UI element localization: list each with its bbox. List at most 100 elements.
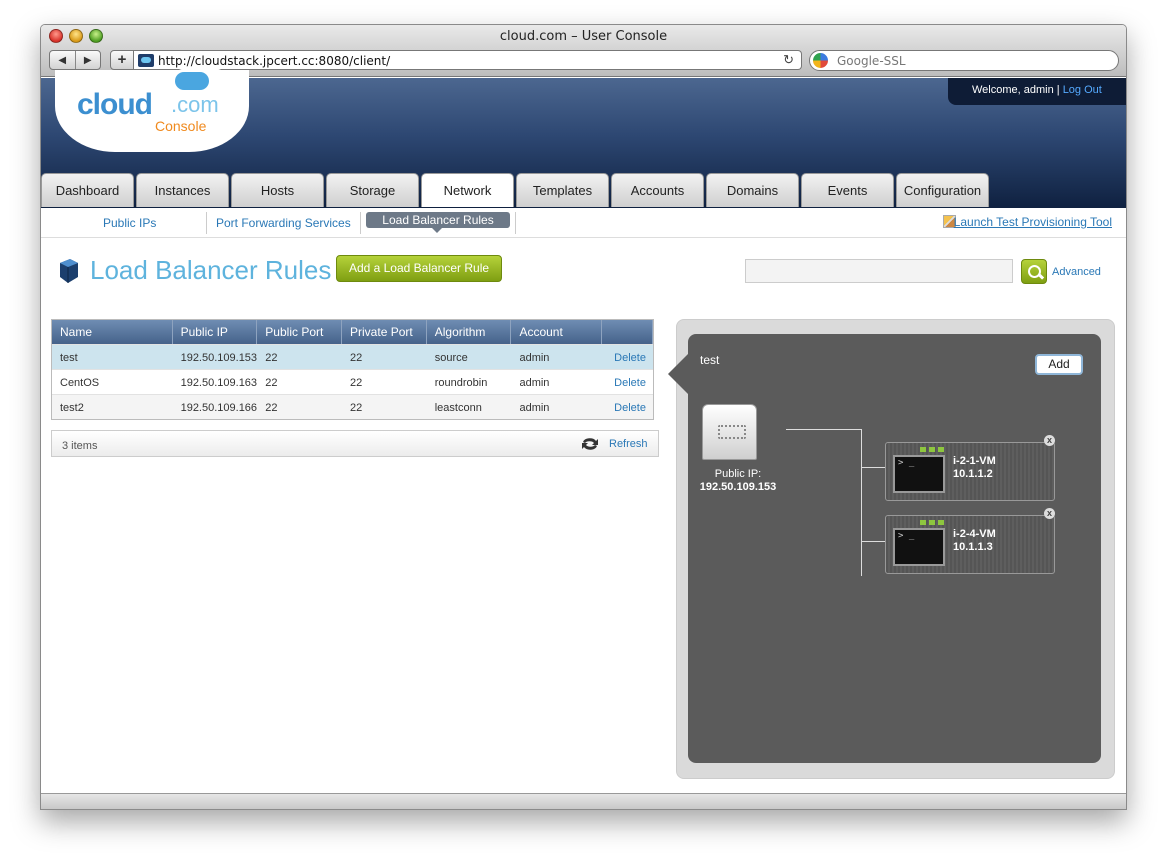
logo-cloud-icon	[175, 72, 209, 90]
google-icon	[813, 53, 828, 68]
connector-line	[861, 541, 885, 542]
cell-public-ip: 192.50.109.153	[180, 352, 258, 364]
rule-detail: test Add Public IP: 192.50.109.153 i-2-1…	[668, 334, 1101, 763]
tab-dashboard[interactable]: Dashboard	[41, 173, 134, 207]
pencil-icon	[943, 215, 956, 228]
vm-name: i-2-4-VM	[953, 528, 996, 540]
browser-search-placeholder: Google-SSL	[837, 54, 906, 68]
tab-storage[interactable]: Storage	[326, 173, 419, 207]
load-balancer-device-icon	[702, 404, 757, 460]
cell-public-port: 22	[265, 377, 278, 389]
forward-button[interactable]: ▶	[83, 54, 92, 66]
table-header: Name Public IP Public Port Private Port …	[52, 320, 653, 344]
browser-window: cloud.com – User Console ◀ ▶ + http://cl…	[40, 24, 1127, 810]
delete-link[interactable]: Delete	[614, 402, 646, 414]
cell-public-port: 22	[265, 352, 278, 364]
delete-link[interactable]: Delete	[614, 352, 646, 364]
vm-card: i-2-1-VM 10.1.1.2 x	[885, 435, 1055, 501]
subnav-divider	[515, 212, 516, 234]
items-count: 3 items	[62, 440, 98, 452]
sub-nav: Public IPs Port Forwarding Services Load…	[41, 208, 1126, 238]
public-ip-caption: Public IP:	[714, 468, 762, 480]
tab-hosts[interactable]: Hosts	[231, 173, 324, 207]
subnav-load-balancer-rules[interactable]: Load Balancer Rules	[366, 212, 510, 233]
add-load-balancer-rule-button[interactable]: Add a Load Balancer Rule	[336, 255, 502, 282]
cell-algorithm: leastconn	[434, 402, 482, 414]
col-account: Account	[511, 320, 603, 344]
status-led-icon	[920, 520, 944, 525]
refresh-icon[interactable]	[581, 436, 599, 452]
logout-link[interactable]: Log Out	[1062, 84, 1102, 96]
cell-algorithm: roundrobin	[434, 377, 488, 389]
close-window-button[interactable]	[49, 29, 63, 43]
cell-account: admin	[519, 402, 550, 414]
cell-name: CentOS	[60, 377, 100, 389]
cell-private-port: 22	[350, 352, 363, 364]
tab-accounts[interactable]: Accounts	[611, 173, 704, 207]
logo-text: cloud	[77, 88, 153, 121]
tab-configuration[interactable]: Configuration	[896, 173, 989, 207]
window-title: cloud.com – User Console	[499, 29, 668, 44]
detail-panel: test Add Public IP: 192.50.109.153 i-2-1…	[668, 319, 1115, 779]
connector-line	[861, 429, 862, 576]
col-actions	[602, 320, 653, 344]
table-row[interactable]: test2 192.50.109.166 22 22 leastconn adm…	[52, 394, 653, 419]
tab-instances[interactable]: Instances	[136, 173, 229, 207]
vm-ip: 10.1.1.2	[953, 468, 993, 480]
vm-card: i-2-4-VM 10.1.1.3 x	[885, 508, 1055, 574]
main-content: Load Balancer Rules Add a Load Balancer …	[41, 239, 1126, 795]
site-favicon-icon	[138, 54, 154, 67]
cell-name: test	[60, 352, 78, 364]
tab-events[interactable]: Events	[801, 173, 894, 207]
cell-account: admin	[519, 352, 550, 364]
address-bar[interactable]: http://cloudstack.jpcert.cc:8080/client/…	[134, 50, 802, 70]
cell-private-port: 22	[350, 402, 363, 414]
remove-vm-icon[interactable]: x	[1044, 435, 1055, 446]
table-row[interactable]: CentOS 192.50.109.163 22 22 roundrobin a…	[52, 369, 653, 394]
add-bookmark-button[interactable]: +	[110, 50, 134, 70]
welcome-box: Welcome, admin | Log Out	[948, 78, 1126, 105]
cell-private-port: 22	[350, 377, 363, 389]
public-ip-value: 192.50.109.153	[699, 481, 777, 493]
col-public-port: Public Port	[257, 320, 343, 344]
cloud-logo[interactable]: cloud .com Console	[55, 66, 249, 152]
cell-account: admin	[519, 377, 550, 389]
subnav-port-forwarding[interactable]: Port Forwarding Services	[216, 216, 351, 230]
browser-search-field[interactable]: Google-SSL	[809, 50, 1119, 71]
tab-domains[interactable]: Domains	[706, 173, 799, 207]
col-algorithm: Algorithm	[427, 320, 512, 344]
public-ip-label: Public IP: 192.50.109.153	[688, 468, 788, 494]
col-private-port: Private Port	[342, 320, 427, 344]
table-row[interactable]: test 192.50.109.153 22 22 source admin D…	[52, 344, 653, 369]
status-bar	[41, 793, 1126, 809]
advanced-search-link[interactable]: Advanced	[1052, 266, 1101, 278]
search-icon[interactable]	[1021, 259, 1047, 284]
subnav-public-ips[interactable]: Public IPs	[103, 216, 157, 230]
vm-ip: 10.1.1.3	[953, 541, 993, 553]
back-button[interactable]: ◀	[50, 51, 76, 69]
logo-console: Console	[155, 118, 207, 134]
search-input[interactable]	[745, 259, 1013, 283]
tab-templates[interactable]: Templates	[516, 173, 609, 207]
page-title: Load Balancer Rules	[90, 255, 332, 285]
remove-vm-icon[interactable]: x	[1044, 508, 1055, 519]
zoom-window-button[interactable]	[89, 29, 103, 43]
minimize-window-button[interactable]	[69, 29, 83, 43]
history-nav: ◀ ▶	[49, 50, 101, 70]
tab-network[interactable]: Network	[421, 173, 514, 207]
col-name: Name	[52, 320, 173, 344]
refresh-link[interactable]: Refresh	[609, 438, 648, 450]
subnav-divider	[206, 212, 207, 234]
terminal-icon	[893, 528, 945, 566]
cell-name: test2	[60, 402, 84, 414]
add-vm-button[interactable]: Add	[1035, 354, 1083, 375]
connector-line	[861, 467, 885, 468]
launch-test-tool-link[interactable]: Launch Test Provisioning Tool	[953, 215, 1112, 229]
cell-public-ip: 192.50.109.166	[180, 402, 258, 414]
reload-icon[interactable]: ↻	[783, 52, 794, 67]
welcome-text: Welcome, admin |	[972, 84, 1063, 96]
connector-line	[786, 429, 862, 430]
delete-link[interactable]: Delete	[614, 377, 646, 389]
url-text: http://cloudstack.jpcert.cc:8080/client/	[158, 54, 391, 68]
table-footer: 3 items Refresh	[51, 430, 659, 457]
